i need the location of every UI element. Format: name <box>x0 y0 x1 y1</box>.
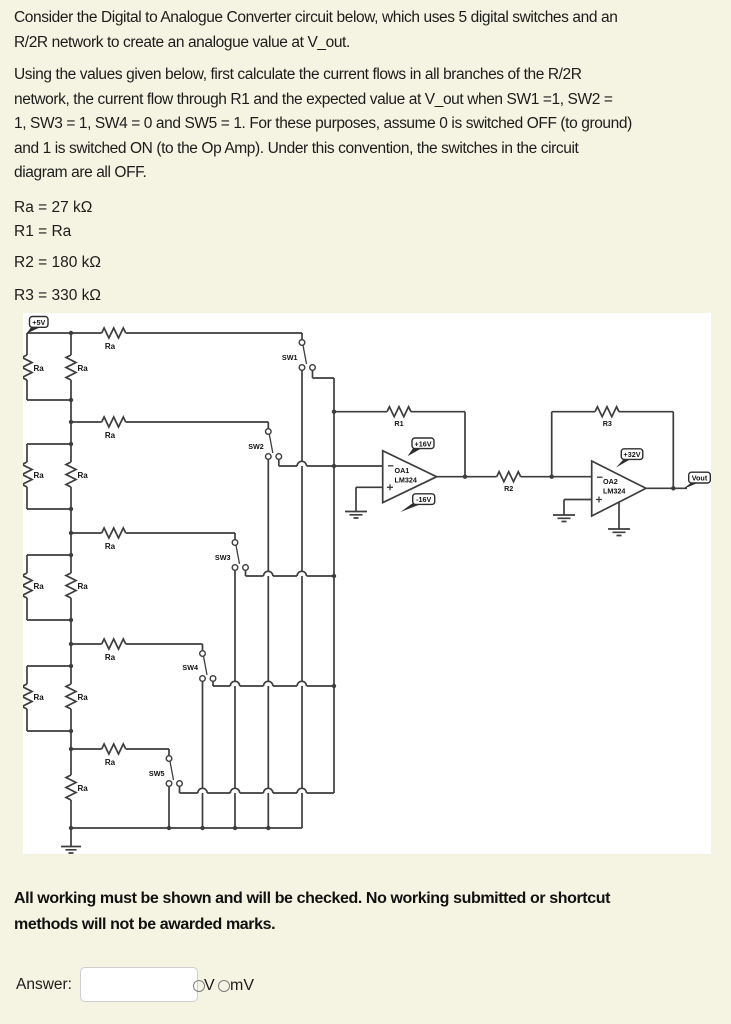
opamp-part: LM324 <box>603 486 625 495</box>
value-r2: R2 = 180 kΩ <box>14 254 101 271</box>
resistor-label-r3: R3 <box>603 419 612 428</box>
oa1-vplus-label: +16V <box>415 439 432 448</box>
ground-symbol-oa1 <box>345 510 367 519</box>
resistor-label: Ra <box>34 582 45 591</box>
switch-label: SW3 <box>215 553 231 562</box>
switch-label: SW4 <box>182 663 198 672</box>
answer-input[interactable] <box>80 967 198 1002</box>
resistor-label: Ra <box>105 758 116 767</box>
resistor-label: Ra <box>78 693 89 702</box>
switch-ground-buses <box>168 370 303 828</box>
unit-radio-mv[interactable] <box>218 980 230 992</box>
rr-ladder: Ra Ra Ra Ra Ra Ra Ra Ra Ra Ra Ra Ra Ra R… <box>23 326 303 854</box>
supply-label: +5V <box>32 318 45 327</box>
question-intro: Consider the Digital to Analogue Convert… <box>14 9 618 51</box>
opamp-part: LM324 <box>395 475 417 484</box>
ground-symbol-oa2-input <box>553 514 575 523</box>
opamp-name: OA2 <box>603 477 618 486</box>
switch-sw3: SW3 <box>215 539 334 577</box>
switch-label: SW1 <box>282 353 298 362</box>
oa1-vminus-label: -16V <box>416 495 431 504</box>
switch-label: SW5 <box>149 769 165 778</box>
opamp-stage-2: R3 OA2 LM324 +32V Vout <box>550 404 711 537</box>
question-task: Using the values given below, first calc… <box>14 66 632 182</box>
resistor-label: Ra <box>78 784 89 793</box>
ground-symbol-oa2-vminus <box>608 528 630 537</box>
value-r1: R1 = Ra <box>14 223 72 240</box>
switch-sw4: SW4 <box>182 650 334 687</box>
opamp-oa1 <box>381 449 439 505</box>
resistor-label-r1: R1 <box>394 419 403 428</box>
resistor-label: Ra <box>34 693 45 702</box>
wire-hops <box>196 460 308 794</box>
unit-label-v[interactable]: V <box>204 977 215 994</box>
resistor-label: Ra <box>78 364 89 373</box>
opamp-stage-1: R1 OA1 LM324 +16V -16V R2 <box>334 404 592 519</box>
resistor-label: Ra <box>78 582 89 591</box>
working-warning: All working must be shown and will be ch… <box>14 890 611 933</box>
resistor-label: Ra <box>105 542 116 551</box>
resistor-label: Ra <box>105 342 116 351</box>
resistor-label: Ra <box>78 471 89 480</box>
supply-callout: +5V <box>26 315 49 334</box>
unit-radio-v[interactable] <box>192 980 205 992</box>
switch-sw1: SW1 <box>282 339 334 379</box>
value-ra: Ra = 27 kΩ <box>14 199 93 216</box>
resistor-label: Ra <box>34 471 45 480</box>
opamp-oa2 <box>590 459 648 518</box>
circuit-diagram: Ra Ra Ra Ra Ra Ra Ra Ra Ra Ra Ra Ra Ra R… <box>23 313 711 854</box>
resistor-label: Ra <box>105 653 116 662</box>
resistor-label: Ra <box>105 431 116 440</box>
opamp-name: OA1 <box>395 466 410 475</box>
answer-label: Answer: <box>16 976 72 993</box>
resistor-label: Ra <box>34 364 45 373</box>
resistor-label-r2: R2 <box>504 484 513 493</box>
ground-symbol-ladder <box>61 828 81 854</box>
unit-label-mv[interactable]: mV <box>230 977 254 994</box>
junction-dots <box>68 330 676 831</box>
switch-label: SW2 <box>248 442 264 451</box>
oa2-vplus-label: +32V <box>624 450 641 459</box>
vout-label: Vout <box>692 474 708 483</box>
switch-sw2: SW2 <box>248 428 383 467</box>
switch-sw5: SW5 <box>149 755 334 794</box>
value-r3: R3 = 330 kΩ <box>14 287 101 304</box>
